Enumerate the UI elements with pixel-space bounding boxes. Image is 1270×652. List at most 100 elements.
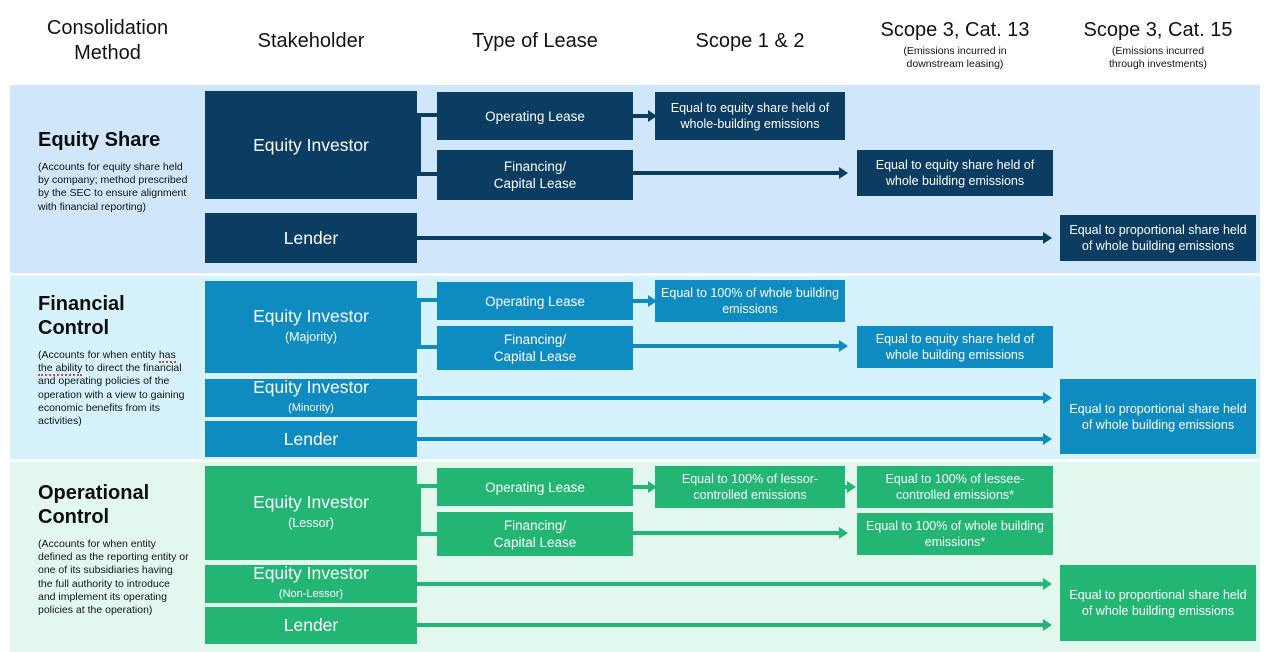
outcome-text: Equal to proportional share held of whol…	[1069, 223, 1247, 253]
stakeholder-label: Equity Investor	[253, 492, 369, 512]
arrowhead-icon	[648, 481, 657, 493]
arrow-lender-to-cat-15	[417, 437, 1044, 441]
arrowhead-icon	[648, 110, 657, 122]
column-header-stakeholder: Stakeholder	[205, 29, 417, 56]
column-header-scope-3-cat-13: Scope 3, Cat. 13 (Emissions incurred in …	[857, 18, 1053, 71]
outcome-box-cat-15-non-lessor-and-lender[interactable]: Equal to proportional share held of whol…	[1060, 565, 1256, 641]
arrow-equity-investor-minority-to-cat-15	[417, 396, 1044, 400]
row-description: (Accounts for equity share held by compa…	[38, 161, 190, 214]
arrow-equity-investor-non-lessor-to-cat-15	[417, 582, 1044, 586]
lease-box-financing-capital-lease[interactable]: Financing/ Capital Lease	[437, 512, 633, 556]
stakeholder-label: Equity Investor (Minority)	[253, 377, 369, 419]
row-title: Operational Control	[38, 482, 150, 528]
connector-vertical-equity-investor	[417, 113, 421, 176]
stakeholder-label-text: Equity Investor	[253, 563, 369, 583]
row-title: Financial Control	[38, 293, 125, 339]
connector-equity-investor-lessor-to-operating-lease	[417, 484, 439, 488]
arrow-financing-lease-to-cat-13	[633, 344, 840, 348]
lease-label: Operating Lease	[485, 293, 585, 309]
arrow-operating-lease-to-scope-1-2	[633, 114, 649, 118]
lease-box-operating-lease[interactable]: Operating Lease	[437, 282, 633, 320]
stakeholder-box-lender[interactable]: Lender	[205, 421, 417, 457]
outcome-text: Equal to 100% of lessor-controlled emiss…	[681, 472, 819, 502]
lease-box-operating-lease[interactable]: Operating Lease	[437, 92, 633, 140]
connector-equity-investor-lessor-to-financing-lease	[417, 532, 439, 536]
arrowhead-icon	[1043, 232, 1052, 244]
arrowhead-icon	[839, 340, 848, 352]
arrow-lender-to-cat-15	[417, 236, 1044, 240]
lease-box-operating-lease[interactable]: Operating Lease	[437, 468, 633, 506]
stakeholder-label: Lender	[283, 615, 339, 635]
row-description-flagged-the-ability: the ability	[38, 362, 83, 377]
stakeholder-label: Equity Investor	[253, 306, 369, 326]
stakeholder-box-lender[interactable]: Lender	[205, 213, 417, 263]
arrow-lender-to-cat-15	[417, 623, 1044, 627]
row-title: Equity Share	[38, 129, 161, 151]
row-label-financial-control: Financial Control (Accounts for when ent…	[38, 292, 190, 428]
outcome-box-scope-1-2-operating[interactable]: Equal to 100% of whole building emission…	[655, 280, 845, 322]
outcome-box-cat-15-lender[interactable]: Equal to proportional share held of whol…	[1060, 215, 1256, 261]
column-header-title: Scope 1 & 2	[695, 30, 805, 52]
connector-equity-investor-majority-to-operating-lease	[417, 298, 439, 302]
outcome-text: Equal to 100% of lessee-controlled emiss…	[885, 472, 1025, 502]
column-header-title: Scope 3, Cat. 13	[880, 19, 1030, 41]
stakeholder-label-text: Equity Investor	[253, 377, 369, 397]
connector-equity-investor-to-operating-lease	[417, 113, 439, 117]
stakeholder-label: Equity Investor	[253, 134, 369, 155]
stakeholder-box-equity-investor-majority[interactable]: Equity Investor (Majority)	[205, 281, 417, 373]
stakeholder-box-equity-investor-minority[interactable]: Equity Investor (Minority)	[205, 377, 417, 419]
outcome-text: Equal to equity share held of whole-buil…	[670, 101, 830, 131]
connector-equity-investor-majority-to-financing-lease	[417, 345, 439, 349]
outcome-box-cat-13-financing[interactable]: Equal to 100% of whole building emission…	[857, 513, 1053, 555]
column-header-title: Consolidation Method	[46, 17, 169, 64]
arrowhead-icon	[648, 295, 657, 307]
column-header-title: Type of Lease	[472, 30, 598, 52]
lease-label: Operating Lease	[485, 479, 585, 495]
column-header-title: Stakeholder	[257, 30, 365, 52]
stakeholder-qualifier: (Majority)	[284, 330, 338, 344]
row-description: (Accounts for when entity defined as the…	[38, 538, 190, 617]
arrow-operating-lease-to-scope-1-2	[633, 485, 649, 489]
outcome-text: Equal to 100% of whole building emission…	[661, 286, 839, 316]
column-header-type-of-lease: Type of Lease	[437, 29, 633, 56]
arrow-financing-lease-to-cat-13	[633, 531, 840, 535]
stakeholder-box-equity-investor-non-lessor[interactable]: Equity Investor (Non-Lessor)	[205, 563, 417, 605]
stakeholder-box-equity-investor-lessor[interactable]: Equity Investor (Lessor)	[205, 466, 417, 560]
row-label-operational-control: Operational Control (Accounts for when e…	[38, 481, 190, 617]
outcome-text: Equal to equity share held of whole buil…	[875, 158, 1035, 188]
connector-equity-investor-to-financing-lease	[417, 172, 439, 176]
lease-box-financing-capital-lease[interactable]: Financing/ Capital Lease	[437, 326, 633, 370]
row-description-flagged-has: has	[158, 349, 176, 363]
stakeholder-box-lender[interactable]: Lender	[205, 607, 417, 644]
outcome-box-scope-1-2-operating[interactable]: Equal to equity share held of whole-buil…	[655, 92, 845, 140]
column-header-subtitle: (Emissions incurred in downstream leasin…	[903, 45, 1007, 70]
stakeholder-label: Lender	[283, 428, 339, 449]
column-header-subtitle: (Emissions incurred through investments)	[1108, 45, 1208, 70]
row-description-text: (Accounts for when entity defined as the…	[38, 538, 189, 617]
outcome-box-scope-1-2-operating[interactable]: Equal to 100% of lessor-controlled emiss…	[655, 466, 845, 508]
arrowhead-icon	[1043, 433, 1052, 445]
row-description: (Accounts for when entity has the abilit…	[38, 349, 190, 428]
lease-label: Financing/ Capital Lease	[493, 159, 577, 191]
outcome-box-cat-15-minority-and-lender[interactable]: Equal to proportional share held of whol…	[1060, 379, 1256, 454]
column-header-consolidation-method: Consolidation Method	[10, 16, 205, 68]
outcome-text: Equal to equity share held of whole buil…	[875, 332, 1035, 362]
arrowhead-icon	[839, 527, 848, 539]
stakeholder-label: Lender	[283, 227, 339, 248]
stakeholder-box-equity-investor[interactable]: Equity Investor	[205, 91, 417, 199]
row-label-equity-share: Equity Share (Accounts for equity share …	[38, 128, 190, 214]
arrowhead-icon	[847, 481, 856, 493]
stakeholder-label: Equity Investor (Non-Lessor)	[253, 563, 369, 605]
outcome-text: Equal to proportional share held of whol…	[1069, 588, 1247, 618]
column-header-scope-1-2: Scope 1 & 2	[655, 29, 845, 56]
outcome-box-cat-13-financing[interactable]: Equal to equity share held of whole buil…	[857, 326, 1053, 368]
outcome-text: Equal to proportional share held of whol…	[1069, 401, 1247, 432]
arrowhead-icon	[1043, 578, 1052, 590]
stakeholder-qualifier: (Minority)	[288, 402, 334, 414]
outcome-box-cat-13-financing[interactable]: Equal to equity share held of whole buil…	[857, 150, 1053, 196]
outcome-box-cat-13-operating[interactable]: Equal to 100% of lessee-controlled emiss…	[857, 466, 1053, 508]
stakeholder-qualifier: (Non-Lessor)	[278, 588, 344, 600]
lease-box-financing-capital-lease[interactable]: Financing/ Capital Lease	[437, 150, 633, 200]
lease-label: Operating Lease	[485, 108, 585, 124]
